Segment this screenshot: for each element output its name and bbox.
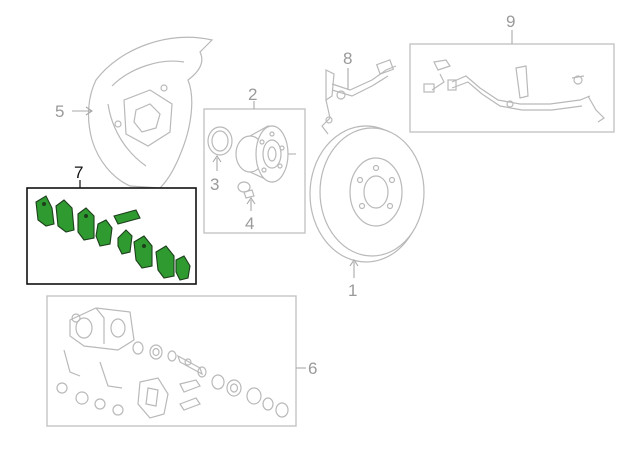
- speed-sensor-group[interactable]: 8: [321, 49, 397, 135]
- callout-1[interactable]: 1: [348, 281, 357, 300]
- callout-2[interactable]: 2: [248, 85, 257, 104]
- brake-pad-shim: [95, 219, 113, 247]
- brake-pad: [35, 195, 55, 227]
- brake-pad: [133, 235, 153, 269]
- hub-group[interactable]: 2 3 4: [203, 85, 306, 234]
- callout-4[interactable]: 4: [245, 214, 254, 233]
- wire-harness-group[interactable]: 9: [409, 12, 615, 133]
- callout-7[interactable]: 7: [74, 163, 83, 182]
- callout-3[interactable]: 3: [210, 175, 219, 194]
- brake-pad-shim: [175, 255, 191, 281]
- pad-clip: [113, 209, 141, 225]
- brake-pad-kit-group[interactable]: 7: [26, 163, 197, 285]
- splash-shield-group[interactable]: 5: [55, 36, 214, 189]
- callout-8[interactable]: 8: [343, 49, 352, 68]
- callout-9[interactable]: 9: [506, 12, 515, 31]
- brake-rotor-group[interactable]: 1: [309, 125, 425, 300]
- callout-5[interactable]: 5: [55, 102, 64, 121]
- callout-6[interactable]: 6: [308, 359, 317, 378]
- brake-pad: [155, 245, 175, 279]
- brake-pad: [55, 199, 75, 233]
- caliper-group[interactable]: 6: [46, 295, 317, 427]
- brake-pad-shim: [117, 229, 133, 255]
- brake-pad: [77, 207, 95, 241]
